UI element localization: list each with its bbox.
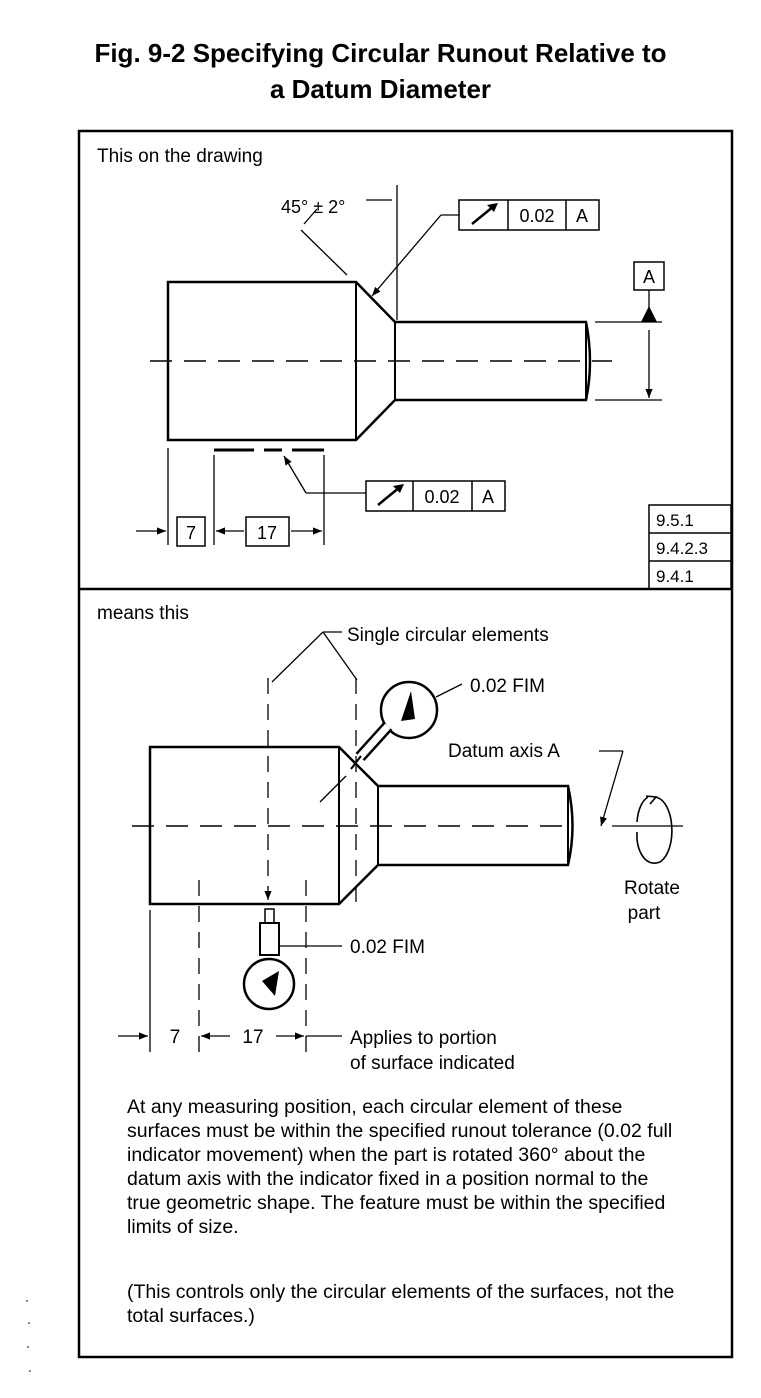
bottom-dimensions bbox=[118, 880, 342, 1052]
scan-dots bbox=[26, 1300, 31, 1372]
reference-2: 9.4.2.3 bbox=[656, 539, 708, 558]
fim-lower-label: 0.02 FIM bbox=[350, 937, 425, 958]
figure-title-line2: a Datum Diameter bbox=[269, 74, 492, 104]
fcf-upper-datum: A bbox=[576, 206, 588, 226]
datum-label: A bbox=[643, 267, 655, 287]
top-dimensions bbox=[136, 448, 325, 547]
top-part bbox=[150, 280, 612, 442]
reference-3: 9.4.1 bbox=[656, 567, 694, 586]
bottom-caption: means this bbox=[97, 603, 189, 624]
rotate-arrow-icon bbox=[636, 795, 673, 864]
bottom-part bbox=[132, 745, 574, 906]
fcf-lower bbox=[283, 455, 506, 512]
bottom-dim-7: 7 bbox=[170, 1027, 181, 1048]
rotate-label-line2: part bbox=[628, 903, 661, 924]
lower-dial-indicator-icon bbox=[242, 908, 342, 1011]
datum-feature-symbol bbox=[595, 261, 665, 401]
fcf-upper bbox=[371, 199, 600, 297]
angle-label: 45° ± 2° bbox=[281, 197, 345, 217]
applies-label-line1: Applies to portion bbox=[350, 1028, 497, 1049]
upper-dial-indicator-icon bbox=[350, 680, 463, 770]
applies-label-line2: of surface indicated bbox=[350, 1053, 515, 1074]
datum-axis-label: Datum axis A bbox=[448, 741, 560, 762]
reference-boxes bbox=[648, 504, 732, 590]
top-dim-17: 17 bbox=[257, 523, 277, 543]
figure-title-line1: Fig. 9-2 Specifying Circular Runout Rela… bbox=[94, 38, 667, 68]
runout-symbol-icon bbox=[471, 205, 495, 225]
fcf-lower-tolerance: 0.02 bbox=[424, 487, 459, 507]
top-caption: This on the drawing bbox=[97, 146, 263, 167]
top-dim-7: 7 bbox=[186, 523, 196, 543]
runout-symbol-icon bbox=[377, 486, 401, 506]
note-paragraph: (This controls only the circular element… bbox=[127, 1281, 675, 1327]
rotate-label-line1: Rotate bbox=[624, 878, 680, 899]
angle-dimension bbox=[300, 185, 398, 320]
fim-upper-label: 0.02 FIM bbox=[470, 676, 545, 697]
reference-1: 9.5.1 bbox=[656, 511, 694, 530]
explanation-paragraph: At any measuring position, each circular… bbox=[127, 1096, 673, 1238]
fcf-lower-datum: A bbox=[482, 487, 494, 507]
single-circular-label: Single circular elements bbox=[347, 625, 549, 646]
fcf-upper-tolerance: 0.02 bbox=[519, 206, 554, 226]
circular-element-leaders bbox=[264, 631, 358, 905]
bottom-dim-17: 17 bbox=[242, 1027, 263, 1048]
outer-frame bbox=[77, 129, 734, 1359]
